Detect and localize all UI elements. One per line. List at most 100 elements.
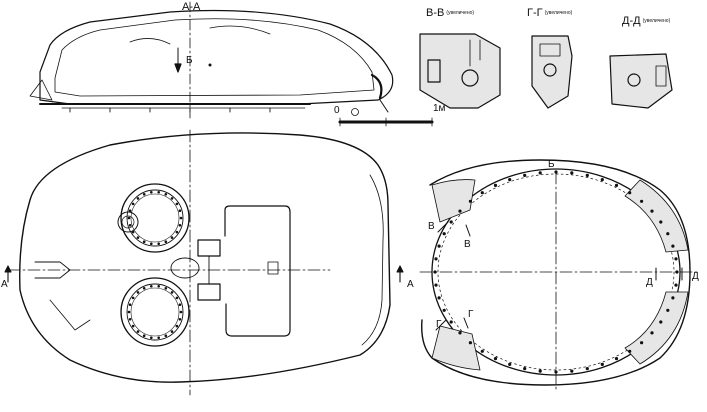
hatch-bolt	[127, 216, 131, 220]
marker-d-left: Д	[646, 277, 653, 288]
hatch-bolt	[131, 202, 135, 206]
hatch-bolt	[170, 291, 174, 294]
ring-bolt	[538, 369, 542, 373]
ring-bolt	[650, 331, 654, 335]
ring-bolt	[614, 183, 619, 187]
hatch-bolt	[179, 216, 183, 220]
section-v-title: В-В(увеличено)	[426, 7, 475, 19]
ring-bolt	[437, 244, 441, 248]
hatch-bolt	[157, 285, 160, 288]
scale-one-label: 1м	[433, 103, 446, 114]
hatch-bolt	[178, 318, 182, 321]
ring-bolt	[442, 308, 446, 312]
hatch-bolt	[131, 296, 135, 300]
marker-d-right: Д	[692, 271, 699, 282]
hatch-bolt	[150, 191, 153, 194]
ring-bolt	[659, 320, 663, 324]
ring-bolt	[666, 232, 670, 236]
hatch-bolt	[157, 336, 160, 340]
ring-bolt	[570, 369, 574, 373]
ring-bolt	[493, 183, 498, 187]
hatch-bolt	[178, 224, 182, 227]
ring-bolt	[468, 199, 472, 203]
hatch-bolt	[131, 324, 135, 328]
hatch-bolt	[128, 318, 132, 321]
hatch-bolt	[128, 224, 132, 227]
ring-bolt	[628, 349, 632, 353]
ring-bolt	[585, 367, 589, 371]
ring-bolt	[523, 367, 527, 371]
ring-bolt	[614, 357, 619, 361]
ring-bolt	[570, 171, 574, 175]
hatch-bolt	[150, 285, 153, 288]
ring-section-markers	[435, 221, 683, 331]
marker-v-left: В	[428, 221, 435, 232]
ring-bolt	[585, 173, 589, 177]
marker-a-right: А	[407, 279, 414, 290]
periscope-mount	[170, 257, 200, 279]
ring-bolt	[628, 191, 632, 195]
ring-bolt	[449, 220, 453, 224]
hatch-bolt	[150, 242, 153, 245]
ring-bolt	[523, 173, 527, 177]
section-b-marker-top: Б	[186, 55, 193, 66]
ring-bolt	[493, 357, 498, 361]
ring-bolt	[640, 199, 644, 203]
hatch-bolt	[136, 330, 140, 333]
ring-view	[419, 159, 701, 393]
hatch-lower	[120, 277, 190, 347]
ring-bolt	[675, 270, 679, 274]
hatch-bolt	[136, 197, 140, 200]
hatch-small	[117, 211, 139, 233]
gun-mount	[34, 261, 71, 279]
ring-bolt	[434, 257, 438, 261]
hatch-bolt	[142, 240, 146, 243]
hatch-bolt	[179, 310, 183, 314]
marker-v-right: В	[464, 239, 471, 250]
hatch-bolt	[170, 236, 174, 239]
ring-bolt	[666, 308, 670, 312]
side-section-view	[29, 1, 394, 119]
section-arrows-a	[4, 265, 404, 283]
section-d-title: Д-Д(увеличено)	[622, 15, 671, 27]
section-g-title: Г-Г(увеличено)	[527, 7, 573, 19]
ring-bolt	[442, 232, 446, 236]
hatch-bolt	[164, 334, 168, 338]
hatch-bolt	[127, 310, 131, 314]
ring-bolt	[458, 331, 462, 335]
hatch-bolt	[175, 296, 179, 300]
hatch-bolt	[150, 336, 153, 340]
section-b-marker-ring: Б	[548, 159, 555, 170]
hatch-bolt	[136, 236, 140, 239]
ring-bolt	[554, 370, 558, 374]
hinge-assembly	[197, 205, 291, 337]
ring-bolt	[600, 178, 604, 182]
hatch-upper	[120, 183, 190, 253]
ring-bolt	[674, 283, 678, 287]
ring-bolt	[650, 209, 654, 213]
ring-bolt	[659, 220, 663, 224]
hatch-bolt	[175, 202, 179, 206]
hatch-bolt	[164, 240, 168, 243]
ring-bolt	[434, 283, 438, 287]
ring-bolt	[458, 209, 462, 213]
hatch-bolt	[157, 242, 160, 245]
marker-g-left: Г	[436, 319, 442, 330]
hatch-bolt	[157, 191, 160, 194]
plan-view-outline	[7, 129, 391, 396]
vent-detail	[49, 299, 91, 331]
ring-bolt	[508, 178, 512, 182]
ring-bolt	[508, 362, 512, 366]
detail-section-d	[609, 53, 673, 109]
hatch-bolt	[178, 303, 182, 307]
hatch-bolt	[175, 324, 179, 328]
hatch-bolt	[131, 230, 135, 234]
ring-bolt	[671, 296, 675, 300]
ring-bolt	[433, 270, 437, 274]
hatch-bolt	[136, 291, 140, 294]
ring-bolt	[640, 341, 644, 345]
hatch-bolt	[178, 209, 182, 212]
hatch-bolt	[128, 209, 132, 212]
